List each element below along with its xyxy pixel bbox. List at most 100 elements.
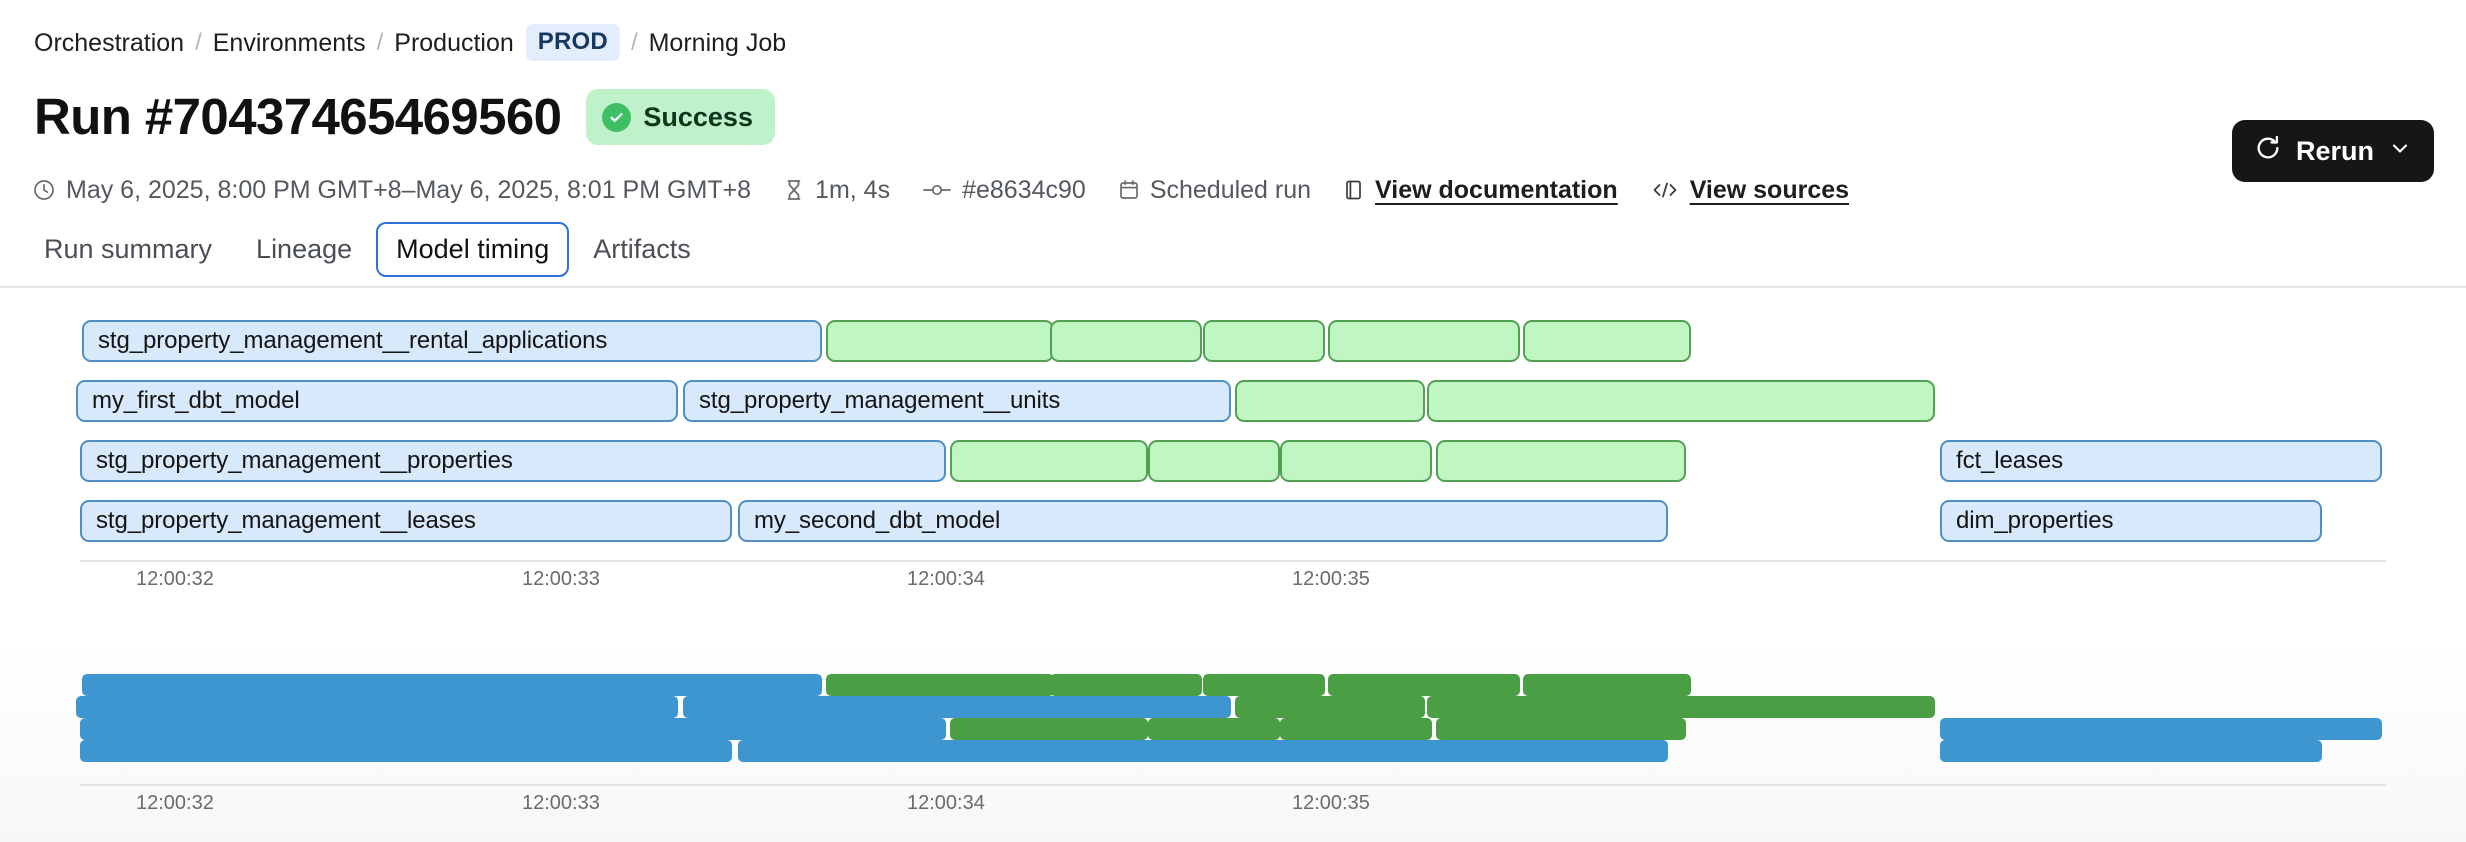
gantt-bar-fct_leases[interactable]: fct_leases (1940, 440, 2382, 482)
git-commit-icon (922, 178, 952, 202)
gantt-row: my_first_dbt_model stg_property_managemen… (0, 380, 2466, 422)
overview-axis-tick: 12:00:34 (907, 792, 985, 814)
overview-bar-test[interactable] (1436, 718, 1686, 740)
gantt-bar-stg_property_management__rental_applications[interactable]: stg_property_management__rental_applicat… (82, 320, 822, 362)
overview-bar-test[interactable] (1523, 674, 1691, 696)
breadcrumb-item-orchestration[interactable]: Orchestration (34, 28, 185, 57)
view-documentation-label[interactable]: View documentation (1375, 176, 1618, 204)
view-documentation-link[interactable]: View documentation (1343, 174, 1618, 206)
gantt-bar-test[interactable] (1203, 320, 1325, 362)
gantt-bar-label: fct_leases (1956, 447, 2064, 474)
overview-bar-test[interactable] (1280, 718, 1432, 740)
overview-bar-model[interactable] (82, 674, 822, 696)
status-badge: Success (586, 89, 775, 145)
overview-bar-model[interactable] (738, 740, 1668, 762)
tab-run-summary[interactable]: Run summary (24, 222, 232, 277)
gantt-bar-label: my_second_dbt_model (754, 507, 1001, 534)
overview-bar-model[interactable] (80, 740, 732, 762)
gantt-bar-test[interactable] (1427, 380, 1935, 422)
overview-axis-tick: 12:00:32 (136, 792, 214, 814)
chevron-down-icon[interactable] (2388, 136, 2412, 167)
hourglass-icon (783, 178, 805, 202)
overview-bar-test[interactable] (950, 718, 1148, 740)
gantt-axis-tick: 12:00:32 (136, 568, 214, 590)
gantt-bar-my_second_dbt_model[interactable]: my_second_dbt_model (738, 500, 1668, 542)
overview-row (0, 718, 2466, 740)
overview-bar-test[interactable] (1203, 674, 1325, 696)
gantt-bar-test[interactable] (1523, 320, 1691, 362)
gantt-bar-stg_property_management__properties[interactable]: stg_property_management__properties (80, 440, 946, 482)
breadcrumb-item-environments[interactable]: Environments (212, 28, 366, 57)
gantt-row: stg_property_management__properties fct_l… (0, 440, 2466, 482)
meta-timerange: May 6, 2025, 8:00 PM GMT+8–May 6, 2025, … (32, 174, 751, 206)
book-icon (1343, 178, 1365, 202)
tab-bar-divider (0, 286, 2466, 288)
meta-trigger: Scheduled run (1118, 174, 1311, 206)
gantt-bar-label: stg_property_management__rental_applicat… (98, 327, 608, 354)
overview-row (0, 696, 2466, 718)
rerun-button[interactable]: Rerun (2231, 120, 2434, 182)
gantt-row: stg_property_management__rental_applicat… (0, 320, 2466, 362)
gantt-bar-test[interactable] (950, 440, 1148, 482)
breadcrumb-separator: / (376, 28, 384, 56)
meta-trigger-text: Scheduled run (1149, 176, 1312, 204)
meta-timerange-text: May 6, 2025, 8:00 PM GMT+8–May 6, 2025, … (66, 176, 752, 204)
gantt-bar-my_first_dbt_model[interactable]: my_first_dbt_model (76, 380, 678, 422)
gantt-bar-test[interactable] (1328, 320, 1520, 362)
clock-icon (32, 178, 56, 202)
overview-bar-test[interactable] (1427, 696, 1935, 718)
overview-bar-test[interactable] (1328, 674, 1520, 696)
view-sources-label[interactable]: View sources (1689, 176, 1850, 204)
overview-bar-model[interactable] (683, 696, 1231, 718)
breadcrumb-separator: / (195, 28, 202, 56)
breadcrumb-item-production[interactable]: Production (394, 28, 514, 57)
check-circle-icon (602, 102, 632, 132)
gantt-bar-test[interactable] (1436, 440, 1686, 482)
code-icon (1650, 178, 1680, 202)
gantt-bar-stg_property_management__leases[interactable]: stg_property_management__leases (80, 500, 732, 542)
gantt-bar-label: stg_property_management__properties (96, 447, 513, 474)
calendar-icon (1118, 178, 1140, 202)
title-row: Run #70437465469560 Success (34, 88, 775, 146)
gantt-bar-label: stg_property_management__leases (96, 507, 476, 534)
gantt-bar-test[interactable] (1148, 440, 1280, 482)
overview-row (0, 674, 2466, 696)
gantt-bar-test[interactable] (1235, 380, 1425, 422)
gantt-axis-tick: 12:00:34 (907, 568, 985, 590)
gantt-axis-tick: 12:00:33 (522, 568, 600, 590)
gantt-bar-test[interactable] (1050, 320, 1202, 362)
status-badge-label: Success (643, 101, 753, 132)
gantt-bar-stg_property_management__units[interactable]: stg_property_management__units (683, 380, 1231, 422)
tab-model-timing[interactable]: Model timing (376, 222, 570, 277)
overview-axis-tick: 12:00:33 (522, 792, 600, 814)
gantt-row: stg_property_management__leases my_second… (0, 500, 2466, 542)
view-sources-link[interactable]: View sources (1650, 174, 1849, 206)
gantt-bar-label: stg_property_management__units (699, 387, 1061, 414)
overview-row (0, 740, 2466, 762)
breadcrumb-item-morning-job[interactable]: Morning Job (648, 28, 787, 57)
breadcrumb-separator: / (630, 28, 638, 56)
model-timing-gantt: stg_property_management__rental_applicat… (0, 300, 2466, 600)
tab-lineage[interactable]: Lineage (236, 222, 372, 277)
overview-bar-test[interactable] (1148, 718, 1280, 740)
overview-bar-model[interactable] (76, 696, 678, 718)
environment-badge: PROD (525, 24, 620, 61)
gantt-bar-test[interactable] (1280, 440, 1432, 482)
overview-bar-test[interactable] (1235, 696, 1425, 718)
gantt-axis-line (80, 560, 2386, 562)
meta-duration: 1m, 4s (783, 174, 890, 206)
overview-bar-model[interactable] (80, 718, 946, 740)
overview-bar-model[interactable] (1940, 740, 2322, 762)
overview-bar-model[interactable] (1940, 718, 2382, 740)
meta-commit-text: #e8634c90 (962, 176, 1086, 204)
tab-artifacts[interactable]: Artifacts (573, 222, 711, 277)
gantt-bar-test[interactable] (826, 320, 1054, 362)
meta-commit: #e8634c90 (922, 174, 1086, 206)
overview-bar-test[interactable] (826, 674, 1054, 696)
refresh-icon (2254, 134, 2282, 169)
gantt-bar-dim_properties[interactable]: dim_properties (1940, 500, 2322, 542)
overview-bar-test[interactable] (1050, 674, 1202, 696)
